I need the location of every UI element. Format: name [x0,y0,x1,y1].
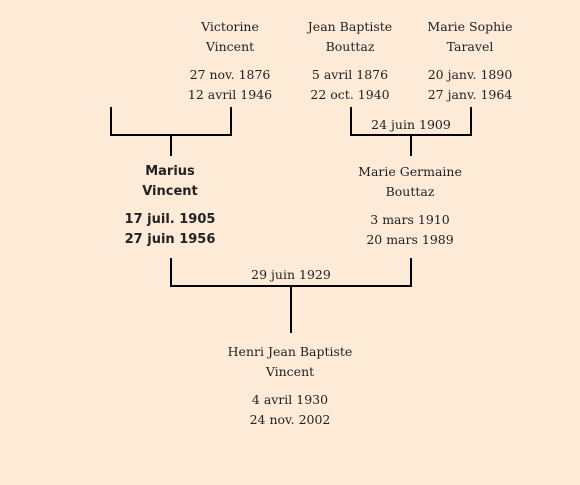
person-death-date: 27 janv. 1964 [427,87,513,102]
person-victorine-vincent[interactable]: Victorine Vincent 27 nov. 1876 12 avril … [170,17,290,105]
connector-right-down [410,134,412,156]
person-first-name: Victorine [201,19,259,34]
person-jean-baptiste-bouttaz[interactable]: Jean Baptiste Bouttaz 5 avril 1876 22 oc… [290,17,410,105]
person-henri-vincent[interactable]: Henri Jean Baptiste Vincent 4 avril 1930… [200,342,380,430]
person-last-name: Bouttaz [325,39,375,54]
person-last-name: Vincent [205,39,255,54]
person-last-name: Vincent [142,184,198,199]
connector-parents-down [290,285,292,333]
person-first-name: Marius [145,164,195,179]
person-birth-date: 3 mars 1910 [370,212,450,227]
person-birth-date: 27 nov. 1876 [189,67,271,82]
marriage-date-bouttaz-taravel: 24 juin 1909 [371,117,451,132]
person-birth-date: 20 janv. 1890 [427,67,513,82]
person-first-name: Marie Sophie [427,19,513,34]
person-birth-date: 17 juil. 1905 [124,212,216,227]
marriage-date-vincent-bouttaz: 29 juin 1929 [251,267,331,282]
person-death-date: 24 nov. 2002 [249,412,331,427]
person-death-date: 12 avril 1946 [187,87,273,102]
person-last-name: Taravel [446,39,494,54]
person-marie-germaine-bouttaz[interactable]: Marie Germaine Bouttaz 3 mars 1910 20 ma… [350,162,470,250]
person-death-date: 27 juin 1956 [124,232,216,247]
person-birth-date: 5 avril 1876 [311,67,389,82]
person-birth-date: 4 avril 1930 [251,392,329,407]
connector-left-parent-a [110,107,112,136]
connector-left-down [170,134,172,156]
connector-right-parent-b [470,107,472,136]
person-last-name: Bouttaz [385,184,435,199]
connector-parents-right [410,258,412,287]
person-first-name: Henri Jean Baptiste [227,344,353,359]
person-marius-vincent[interactable]: Marius Vincent 17 juil. 1905 27 juin 195… [110,162,230,250]
connector-right-parent-a [350,107,352,136]
person-last-name: Vincent [265,364,315,379]
person-first-name: Marie Germaine [358,164,462,179]
person-death-date: 22 oct. 1940 [310,87,390,102]
connector-parents-left [170,258,172,287]
person-death-date: 20 mars 1989 [366,232,454,247]
connector-left-parent-b [230,107,232,136]
person-first-name: Jean Baptiste [307,19,393,34]
person-marie-sophie-taravel[interactable]: Marie Sophie Taravel 20 janv. 1890 27 ja… [410,17,530,105]
